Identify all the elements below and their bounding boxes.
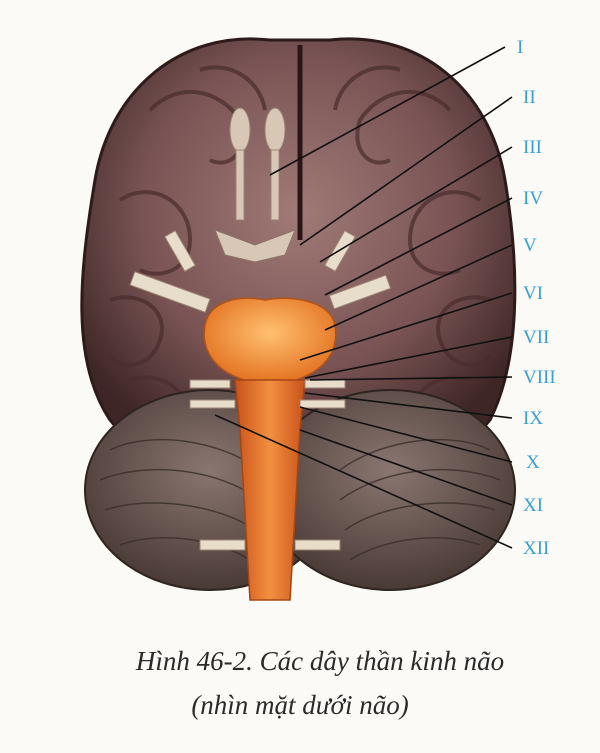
label-nerve-11: XI [523,495,543,516]
figure-caption-subtitle: (nhìn mặt dưới não) [191,690,409,720]
label-nerve-12: XII [523,538,549,559]
optic-chiasm [214,229,296,263]
nerve-stubs [129,229,392,551]
label-nerve-5: V [523,235,537,256]
label-nerve-2: II [523,87,536,108]
label-nerve-7: VII [523,327,549,348]
label-nerve-3: III [523,137,542,158]
olfactory-tracts [229,107,286,221]
brain-diagram: I II III IV V VI VII VIII IX X XI XII [80,37,556,601]
label-nerve-10: X [526,452,540,473]
label-nerve-1: I [517,37,523,58]
label-nerve-4: IV [523,188,543,209]
label-nerve-8: VIII [523,367,556,388]
label-nerve-9: IX [523,408,543,429]
nerve-labels: I II III IV V VI VII VIII IX X XI XII [517,37,556,559]
label-nerve-6: VI [523,283,543,304]
figure-caption: Hình 46-2. Các dây thần kinh não [135,646,505,676]
leader-lines [214,46,513,549]
